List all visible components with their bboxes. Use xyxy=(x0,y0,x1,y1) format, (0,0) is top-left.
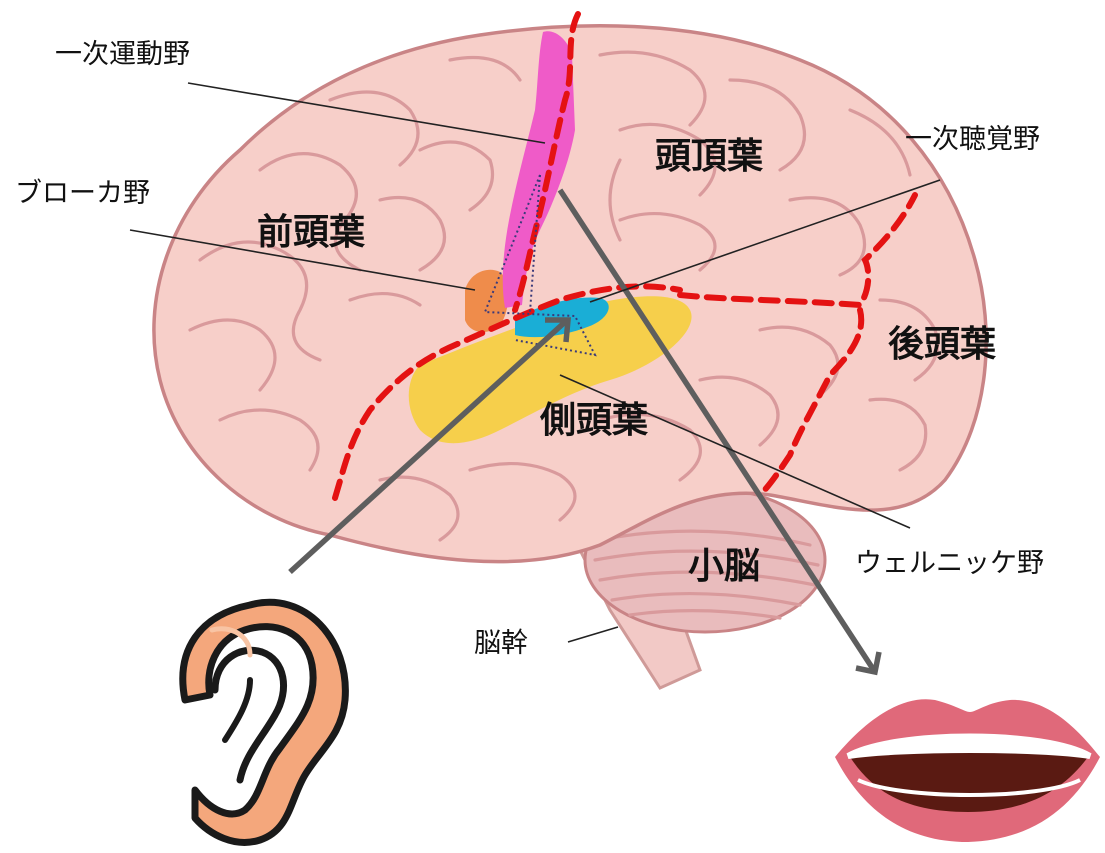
pathway-arrows xyxy=(288,188,882,676)
lobe-borders xyxy=(332,11,918,501)
label-frontal-lobe: 前頭葉 xyxy=(257,212,366,253)
label-cerebellum: 小脳 xyxy=(688,546,760,587)
motor-to-mouth-arrowhead xyxy=(855,651,882,676)
cerebrum xyxy=(152,24,988,564)
mouth-icon xyxy=(835,699,1100,842)
label-occipital-lobe: 後頭葉 xyxy=(888,324,997,365)
label-primary-motor: 一次運動野 xyxy=(55,39,190,70)
label-wernicke: ウェルニッケ野 xyxy=(855,548,1044,579)
label-temporal-lobe: 側頭葉 xyxy=(539,400,649,441)
ear-to-auditory-arrowhead xyxy=(545,317,572,343)
primary-motor-area xyxy=(502,31,575,309)
label-broca: ブローカ野 xyxy=(15,178,150,209)
ear-to-auditory-arrow xyxy=(288,319,567,575)
motor-to-mouth-arrow xyxy=(557,188,878,674)
wernicke-area xyxy=(408,296,692,444)
label-brainstem: 脳幹 xyxy=(474,628,528,659)
cerebrum-outline xyxy=(152,24,988,564)
label-parietal-lobe: 頭頂葉 xyxy=(655,136,764,177)
ear-icon xyxy=(179,598,349,846)
leader-lines xyxy=(129,82,941,643)
broca-area xyxy=(465,269,509,333)
label-primary-auditory: 一次聴覚野 xyxy=(905,124,1040,155)
